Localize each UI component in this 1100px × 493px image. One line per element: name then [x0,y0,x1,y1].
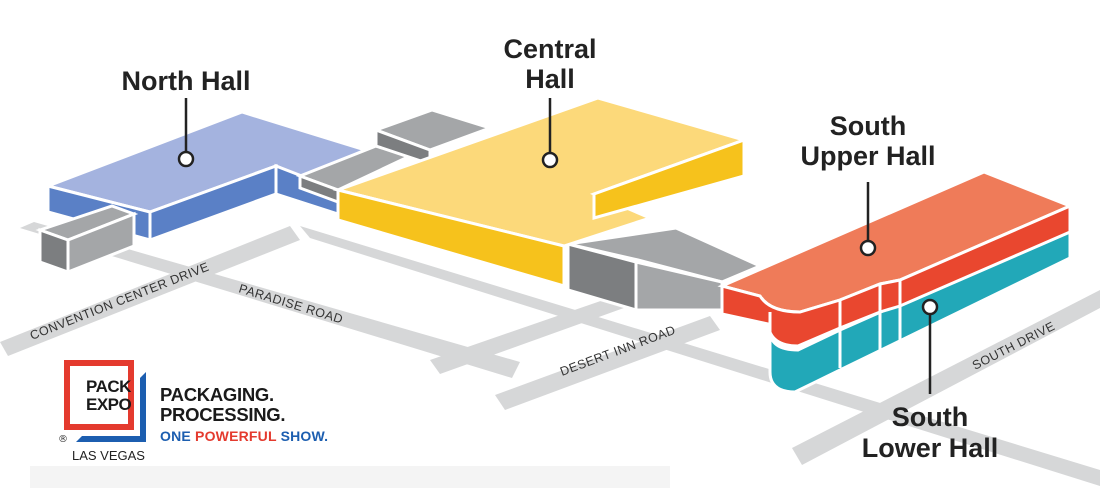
north-annex-side [66,211,136,275]
south-lower-hall-label-line1: South [892,402,968,432]
logo-word-pack: PACK [86,377,131,396]
south-drive [792,290,1100,465]
tagline-processing: PROCESSING. [160,404,286,425]
pack-expo-logo[interactable]: PACK EXPO ® LAS VEGAS PACKAGING. PROCESS… [58,360,378,470]
north-hall-label: North Hall [121,66,250,96]
connectors [35,108,764,313]
convention-center-drive [0,226,300,356]
tagline-one: ONE [160,428,196,444]
central-hall[interactable] [332,96,749,289]
south-upper-hall-pin[interactable] [859,239,877,257]
central-hall-label-line1: Central [503,34,596,64]
logo-emblem: PACK EXPO [64,360,146,442]
central-hall-label-line2: Hall [525,64,575,94]
south-lower-hall-label-line2: Lower Hall [862,433,999,463]
tagline-one-powerful-show: ONE POWERFUL SHOW. [160,428,328,444]
paradise-road-label: PARADISE ROAD [237,281,345,326]
south-upper-hall-label-line2: Upper Hall [800,141,935,171]
logo-frame-blue [76,372,146,442]
tagline-powerful: POWERFUL [195,428,277,444]
registered-mark: ® [58,434,68,445]
north-hall[interactable] [43,110,370,243]
tagline-show: SHOW. [276,428,329,444]
south-drive-label: SOUTH DRIVE [970,319,1057,373]
logo-word-expo: EXPO [86,395,132,414]
south-upper-hall[interactable] [717,170,1074,370]
logo-city: LAS VEGAS [72,448,145,463]
paradise-road [20,222,520,378]
logo-frame-red [64,360,134,430]
desert-inn-road [495,316,720,410]
footer-band [30,466,670,488]
south-lower-hall-pin[interactable] [921,298,939,316]
north-hall-pin[interactable] [177,150,195,168]
tagline-packaging: PACKAGING. [160,384,274,405]
paradise-road-east [300,226,1100,486]
convention-center-drive-label: CONVENTION CENTER DRIVE [28,260,211,343]
south-upper-hall-label-line1: South [830,111,906,141]
central-hall-east-wall [592,137,746,220]
central-hall-pin[interactable] [541,151,559,169]
central-hall-front-wall [336,188,566,289]
central-south-link-top [567,226,764,284]
callouts [177,98,939,394]
